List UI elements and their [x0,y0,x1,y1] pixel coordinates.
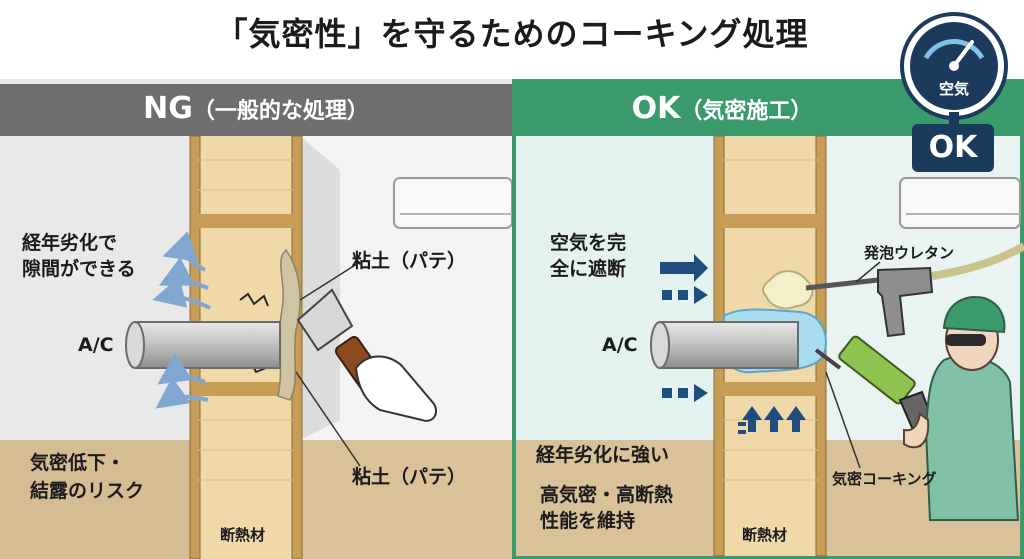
ok-durable-label: 経年劣化に強い [536,444,670,466]
ng-panel [0,78,513,559]
worker-icon [903,296,1020,521]
ok-pipe [650,321,799,369]
ng-air-leak-line1: 経年劣化で [22,232,118,254]
cracked-putty-icon [235,248,301,401]
ok-foam-label: 発泡ウレタン [864,244,955,262]
air-conditioner-icon [393,177,513,229]
air-leak-arrows [152,231,211,409]
ng-air-leak-line2: 隙間ができる [22,258,136,280]
ok-header: OK（気密施工） [512,90,932,130]
ng-putty-label-top: 粘土（パテ） [352,250,467,272]
ok-block-line1: 空気を完 [550,232,627,254]
ok-block-line2: 全に遮断 [550,258,627,280]
ng-badge-sub: （一般的な処理） [192,99,369,124]
ng-badge: NG [143,91,193,126]
ok-badge-text: OK [631,91,681,126]
ok-caulking-label: 気密コーキング [832,470,937,488]
air-gauge-icon [900,12,1008,128]
ng-pipe [125,321,281,369]
ng-header: NG（一般的な処理） [0,90,512,130]
air-conditioner-icon [899,177,1021,229]
ok-insulation-label: 断熱材 [742,526,788,544]
ng-putty-label-bottom: 粘土（パテ） [352,466,467,488]
ng-header-bar [0,84,512,136]
foam-gun-icon [805,242,1024,338]
ok-badge-sub: （気密施工） [680,99,813,124]
ng-result-line1: 気密低下・ [30,452,126,474]
page-title: 「気密性」を守るためのコーキング処理 [215,15,809,53]
gauge-label: 空気 [938,80,969,98]
ok-pipe-label: A/C [602,334,638,356]
ng-pipe-label: A/C [78,334,114,356]
hand-icon [354,355,438,422]
ng-result-line2: 結露のリスク [30,480,145,502]
ok-performance-line2: 性能を維持 [540,510,636,532]
title-bar [0,0,1024,78]
block-arrows [660,254,806,434]
ok-performance-line1: 高気密・高断熱 [540,484,674,506]
ng-insulation-label: 断熱材 [220,526,266,544]
gauge-ok-badge: OK [912,124,994,172]
